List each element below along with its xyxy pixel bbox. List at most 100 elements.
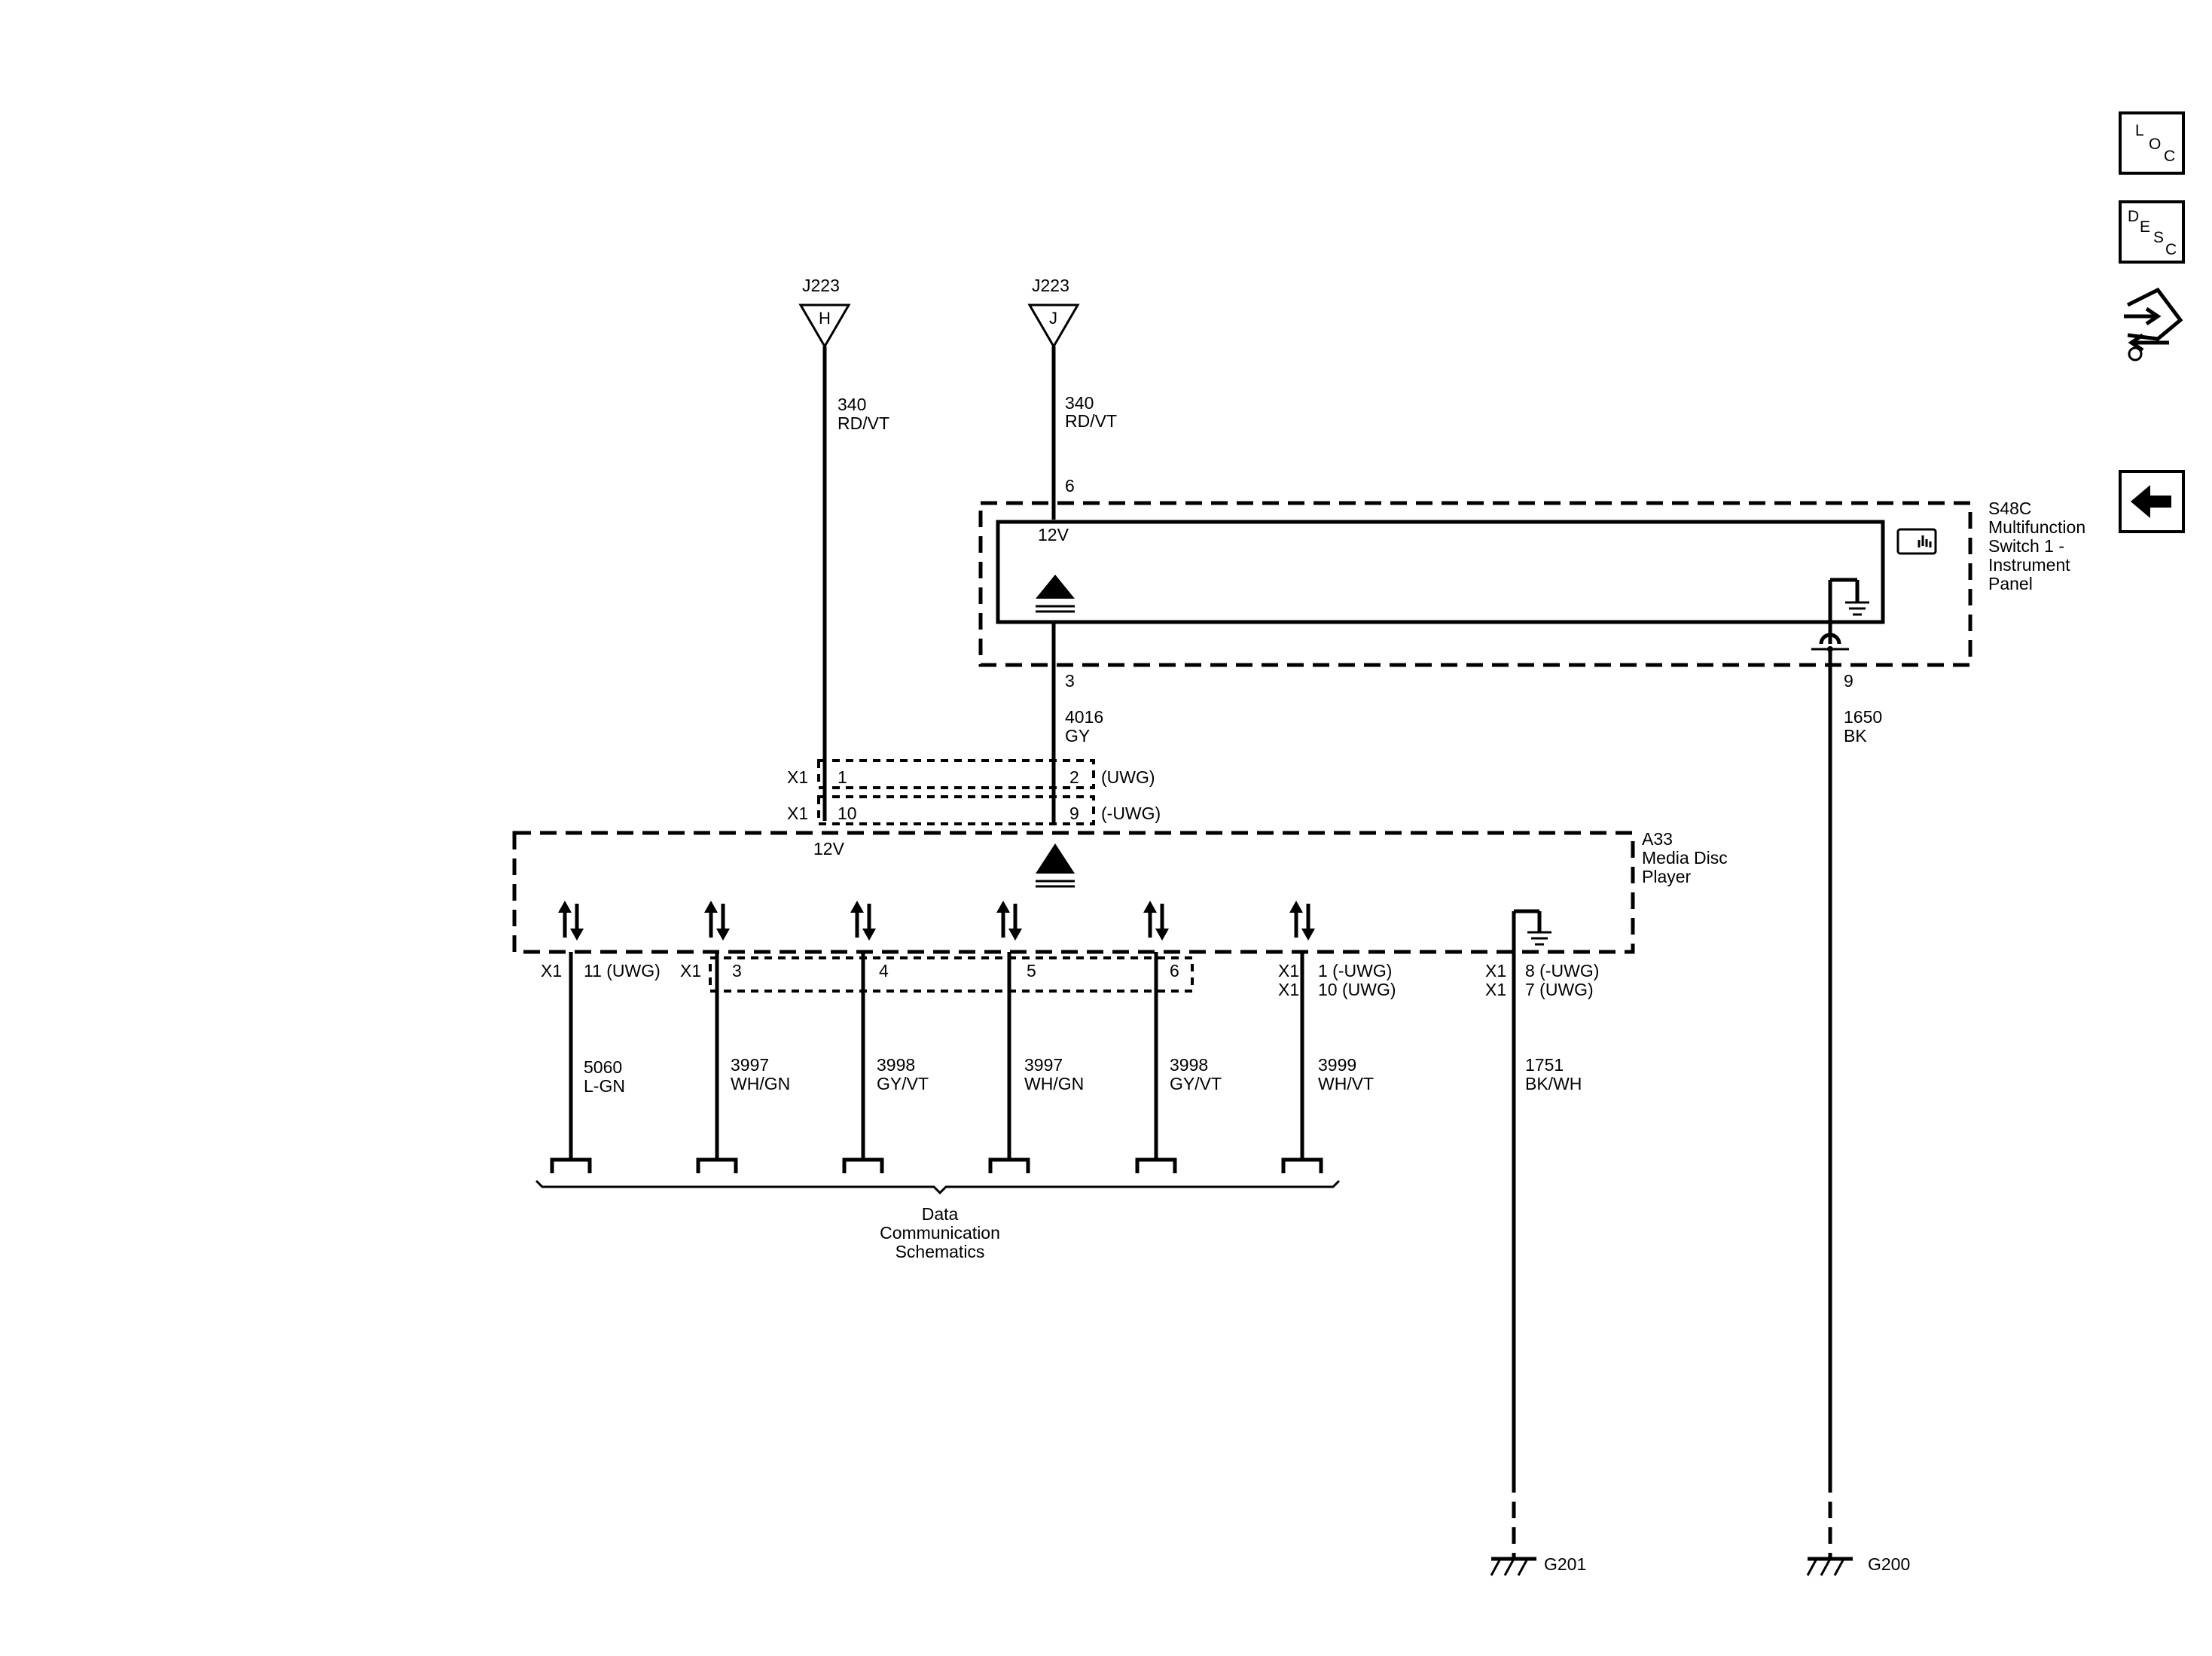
s48c-name-2: Multifunction <box>1988 517 2085 537</box>
wire-340-right-circuit: 340 <box>1065 393 1094 413</box>
s48c-name-1: S48C <box>1988 499 2032 518</box>
a33-name-1: A33 <box>1642 829 1673 849</box>
module-a33[interactable]: 12V A33 Media Disc Player <box>512 829 1728 954</box>
a33-pin-10-uwg: 10 (UWG) <box>1318 980 1396 999</box>
a33-pin-8-nuwg: 8 (-UWG) <box>1525 961 1599 980</box>
connector-j223-j-pin: J <box>1049 309 1057 328</box>
back-button[interactable] <box>2119 470 2185 533</box>
bus-label-1: Data <box>922 1204 959 1224</box>
connector-triangle-icon <box>1027 303 1080 349</box>
wire-3997a-color: WH/GN <box>731 1074 790 1093</box>
wire-3998b-circuit: 3998 <box>1170 1055 1208 1075</box>
desc-letter-s: S <box>2153 229 2165 246</box>
ground-symbol-icon <box>1512 909 1551 952</box>
s48c-pin-3: 3 <box>1065 671 1075 691</box>
wire-4016-circuit: 4016 <box>1065 707 1103 727</box>
a33-note-uwg: (UWG) <box>1101 767 1155 787</box>
s48c-pin-9: 9 <box>1844 671 1854 691</box>
desc-letter-e: E <box>2140 218 2151 236</box>
bidirectional-arrow-icon <box>1289 901 1315 941</box>
a33-x1-nuwg-connector <box>817 795 1095 825</box>
ground-g201[interactable]: G201 <box>1490 1554 1586 1576</box>
ground-symbol-icon <box>1828 578 1869 622</box>
wire-1751-circuit: 1751 <box>1525 1055 1564 1075</box>
wire-340-right-color: RD/VT <box>1065 411 1117 431</box>
a33-name-2: Media Disc <box>1642 848 1728 868</box>
a33-outline <box>512 831 1635 954</box>
a33-bottom-x1-1: X1 <box>541 961 562 980</box>
a33-name-3: Player <box>1642 867 1692 886</box>
a33-bottom-x1-2: X1 <box>680 961 701 980</box>
a33-conn-x1-bottom: X1 <box>787 804 808 823</box>
desc-button[interactable]: D E S C <box>2119 200 2185 264</box>
a33-pin-11: 11 (UWG) <box>584 961 661 980</box>
a33-pin-7-uwg: 7 (UWG) <box>1525 980 1594 999</box>
wire-3998b-color: GY/VT <box>1170 1074 1222 1093</box>
ground-g200-label: G200 <box>1868 1554 1910 1574</box>
loc-button[interactable]: L O C <box>2119 111 2185 175</box>
bidirectional-arrows <box>558 901 1315 941</box>
s48c-name-5: Panel <box>1988 574 2033 593</box>
bidirectional-arrow-icon <box>704 901 730 941</box>
wire-4016-color: GY <box>1065 726 1090 746</box>
touch-hand-icon <box>1896 528 1937 555</box>
bus-connector-icon <box>696 1157 738 1173</box>
a33-supply-label: 12V <box>813 839 845 858</box>
bus-connector-icon <box>550 1157 592 1173</box>
wire-3997b-color: WH/GN <box>1024 1074 1084 1093</box>
signal-triangle-icon <box>1036 575 1075 599</box>
a33-bottom-x1-3: X1 <box>1278 961 1299 980</box>
a33-pin-6: 6 <box>1170 961 1179 980</box>
desc-letter-d: D <box>2128 208 2140 225</box>
wrench-arrows-icon[interactable] <box>2124 287 2183 361</box>
module-s48c[interactable]: 12V S48C Multifunction Switch 1 - Instru… <box>978 499 2085 667</box>
connector-j223-h[interactable]: J223 H <box>798 276 851 349</box>
wire-5060-circuit: 5060 <box>584 1057 622 1077</box>
s48c-supply-label: 12V <box>1038 525 1069 544</box>
s48c-name-4: Instrument <box>1988 555 2070 575</box>
s48c-inner-box <box>996 520 1885 624</box>
bidirectional-arrow-icon <box>558 901 584 941</box>
wire-5060-color: L-GN <box>584 1076 625 1096</box>
a33-pin-1-nuwg: 1 (-UWG) <box>1318 961 1392 980</box>
s48c-pin-6: 6 <box>1065 476 1075 496</box>
wire-3999-circuit: 3999 <box>1318 1055 1356 1075</box>
connector-j223-h-pin: H <box>819 309 831 328</box>
wire-1650-circuit: 1650 <box>1844 707 1882 727</box>
connector-j223-j[interactable]: J223 J <box>1027 276 1080 349</box>
wire-3998a-circuit: 3998 <box>877 1055 915 1075</box>
bus-wires[interactable] <box>550 952 1323 1173</box>
bidirectional-arrow-icon <box>1143 901 1169 941</box>
bus-label-3: Schematics <box>895 1242 985 1261</box>
a33-pin-2: 2 <box>1069 767 1079 787</box>
a33-pin-5: 5 <box>1027 961 1036 980</box>
bus-connector-icon <box>988 1157 1030 1173</box>
data-communication-bracket[interactable] <box>535 1179 1341 1195</box>
a33-x1-bus-connector <box>709 956 1194 993</box>
bus-connector-icon <box>842 1157 884 1173</box>
a33-bottom-x1-4: X1 <box>1278 980 1299 999</box>
wire-1650-color: BK <box>1844 726 1867 746</box>
arrow-left-icon <box>2131 485 2171 518</box>
a33-note-nuwg: (-UWG) <box>1101 804 1161 823</box>
loc-letter-o: O <box>2149 136 2162 153</box>
ground-g200[interactable]: G200 <box>1806 1554 1910 1576</box>
a33-pin-9: 9 <box>1069 804 1079 823</box>
desc-letter-c: C <box>2165 241 2177 258</box>
bidirectional-arrow-icon <box>996 901 1022 941</box>
ground-g201-label: G201 <box>1544 1554 1586 1574</box>
wire-1650[interactable] <box>1811 622 1849 1559</box>
wire-3998a-color: GY/VT <box>877 1074 929 1093</box>
wire-3997b-circuit: 3997 <box>1024 1055 1063 1075</box>
bidirectional-arrow-icon <box>850 901 876 941</box>
bus-label-2: Communication <box>880 1223 1000 1243</box>
s48c-outline <box>978 501 1972 667</box>
a33-conn-x1-top: X1 <box>787 767 808 787</box>
a33-x1-uwg-connector <box>817 759 1095 789</box>
loc-letter-c: C <box>2164 148 2176 165</box>
wire-3997a-circuit: 3997 <box>731 1055 769 1075</box>
wire-1751-color: BK/WH <box>1525 1074 1582 1093</box>
connector-j223-j-name: J223 <box>1032 276 1069 295</box>
signal-triangle-icon <box>1036 843 1075 874</box>
